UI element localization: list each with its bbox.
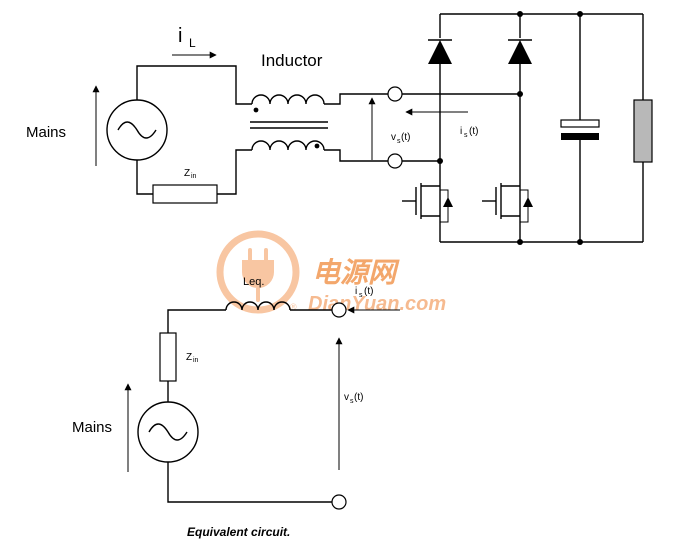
inductor-winding-bottom (251, 140, 325, 151)
eq-voltage-suffix: (t) (354, 392, 363, 403)
diode-left (428, 40, 452, 64)
eq-current-subscript: s (359, 292, 363, 299)
polarity-dot-top (253, 107, 259, 113)
eq-inductor-leq (225, 301, 291, 311)
eq-mains-label: Mains (72, 419, 112, 436)
mosfet-left-diode-wire (440, 189, 449, 223)
equivalent-circuit-caption: Equivalent circuit. (187, 525, 290, 539)
eq-current-suffix: (t) (364, 286, 373, 297)
junction-right-top (517, 11, 523, 17)
watermark-registered: ® (290, 302, 297, 312)
eq-wire-left-top (167, 309, 226, 333)
junction-left-mid (437, 158, 443, 164)
junction-cap-top (577, 11, 583, 17)
terminal-bottom (387, 153, 403, 169)
junction-right-bottom (517, 239, 523, 245)
eq-impedance-zin (159, 332, 177, 382)
top-circuit: i L Inductor Mains Z in (26, 11, 653, 245)
source-voltage-suffix: (t) (401, 132, 410, 143)
watermark-chinese: 电源网 (312, 256, 400, 289)
source-current-suffix: (t) (469, 126, 478, 137)
source-voltage-subscript: s (397, 138, 401, 145)
equivalent-circuit: Leq. i s (t) Z in Mains v s (t) Equivale… (72, 276, 400, 539)
coupled-inductor (250, 94, 328, 151)
terminal-top (387, 86, 403, 102)
load-resistor (633, 99, 653, 163)
wire-top-left (136, 65, 252, 105)
inductor-current-label: i (178, 25, 182, 47)
eq-wire-bottom (167, 462, 332, 503)
diode-right (508, 40, 532, 64)
mosfet-right-diode-wire (520, 189, 529, 223)
watermark-plug-icon (242, 248, 274, 302)
impedance-zin (152, 184, 218, 204)
mosfet-left (402, 183, 453, 242)
source-current-label: i (460, 126, 462, 137)
eq-impedance-label: Z (186, 352, 192, 363)
polarity-dot-bottom (314, 143, 320, 149)
source-voltage-label: v (391, 132, 396, 143)
capacitor-plate-bottom (561, 133, 599, 140)
eq-current-label: i (355, 286, 357, 297)
capacitor-plate-top (560, 119, 600, 128)
sine-wave-icon (117, 121, 157, 139)
mosfet-right (482, 183, 533, 242)
wire-bottom-right (217, 149, 252, 195)
mains-label: Mains (26, 124, 66, 141)
leq-label: Leq. (243, 276, 264, 288)
eq-terminal-top (331, 302, 347, 318)
eq-voltage-label: v (344, 392, 349, 403)
wire-bottom-left (136, 160, 153, 195)
eq-impedance-subscript: in (193, 357, 199, 364)
wire-inductor-to-terminal-bottom (324, 149, 388, 162)
impedance-subscript: in (191, 173, 197, 180)
watermark-latin: DianYuan.com (308, 293, 446, 315)
impedance-label: Z (184, 168, 190, 179)
eq-terminal-bottom (331, 494, 347, 510)
inductor-winding-top (251, 94, 325, 105)
eq-sine-wave-icon (148, 423, 188, 441)
eq-voltage-subscript: s (350, 398, 354, 405)
junction-right-mid (517, 91, 523, 97)
wire-inductor-to-terminal-top (324, 93, 388, 105)
source-current-subscript: s (464, 132, 468, 139)
junction-cap-bottom (577, 239, 583, 245)
inductor-current-subscript: L (189, 36, 196, 50)
inductor-label: Inductor (261, 51, 323, 70)
